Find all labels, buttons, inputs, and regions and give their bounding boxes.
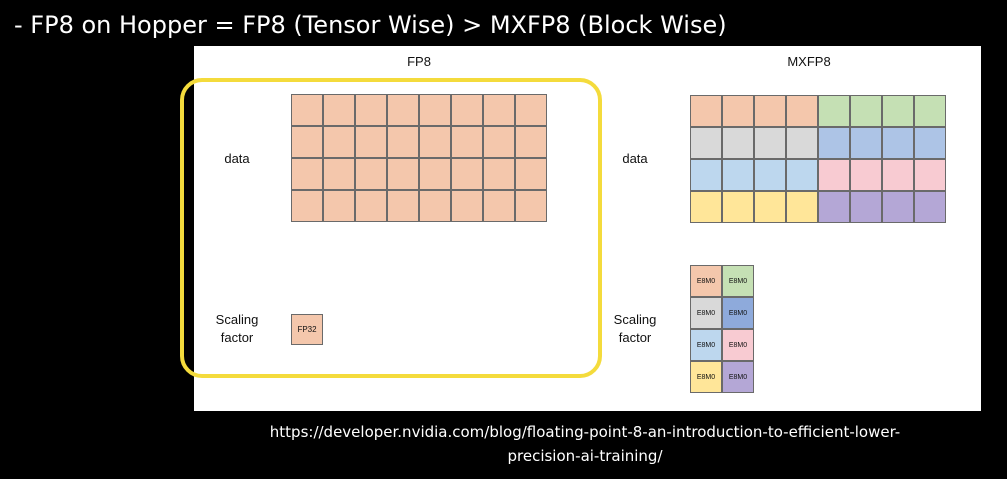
fp8-data-cell	[387, 190, 419, 222]
mxfp8-data-cell	[722, 159, 754, 191]
mxfp8-data-cell	[754, 191, 786, 223]
mxfp8-data-cell	[754, 127, 786, 159]
fp8-scaling-label-line2: factor	[220, 330, 254, 345]
fp8-data-cell	[483, 94, 515, 126]
source-url[interactable]: https://developer.nvidia.com/blog/floati…	[200, 420, 970, 468]
diagram-panel: FP8 data Scaling factor FP32 MXFP8 data …	[194, 46, 981, 411]
fp8-data-cell	[323, 158, 355, 190]
fp8-data-cell	[355, 126, 387, 158]
fp8-data-label: data	[224, 151, 250, 166]
mxfp8-data-grid	[690, 95, 946, 223]
fp8-data-cell	[387, 94, 419, 126]
mxfp8-data-cell	[914, 191, 946, 223]
fp8-data-cell	[483, 158, 515, 190]
fp8-data-cell	[515, 158, 547, 190]
mxfp8-data-cell	[818, 159, 850, 191]
source-url-line1[interactable]: https://developer.nvidia.com/blog/floati…	[269, 423, 901, 441]
mxfp8-scaling-label: Scaling factor	[602, 311, 668, 347]
mxfp8-data-cell	[690, 127, 722, 159]
e8m0-scale-cell: E8M0	[690, 297, 722, 329]
fp8-data-cell	[451, 158, 483, 190]
fp8-data-cell	[419, 126, 451, 158]
e8m0-scale-cell: E8M0	[722, 297, 754, 329]
e8m0-scale-cell: E8M0	[722, 361, 754, 393]
fp8-title: FP8	[407, 54, 431, 69]
fp8-scaling-label: Scaling factor	[204, 311, 270, 347]
mxfp8-data-cell	[786, 95, 818, 127]
fp32-scale-box: FP32	[291, 314, 323, 345]
mxfp8-data-cell	[818, 95, 850, 127]
mxfp8-data-cell	[914, 159, 946, 191]
mxfp8-scaling-label-line2: factor	[618, 330, 652, 345]
fp8-scaling-label-line1: Scaling	[215, 312, 259, 327]
mxfp8-data-cell	[690, 95, 722, 127]
mxfp8-data-cell	[722, 95, 754, 127]
mxfp8-data-cell	[850, 159, 882, 191]
e8m0-scale-cell: E8M0	[722, 265, 754, 297]
mxfp8-data-cell	[690, 191, 722, 223]
mxfp8-data-cell	[850, 127, 882, 159]
mxfp8-data-cell	[754, 159, 786, 191]
fp8-data-cell	[291, 158, 323, 190]
e8m0-scale-cell: E8M0	[690, 265, 722, 297]
fp8-data-cell	[451, 190, 483, 222]
fp8-highlight-outline	[180, 78, 602, 378]
mxfp8-data-cell	[882, 191, 914, 223]
mxfp8-data-cell	[914, 95, 946, 127]
fp8-data-cell	[323, 190, 355, 222]
mxfp8-data-cell	[914, 127, 946, 159]
fp8-data-cell	[387, 158, 419, 190]
fp8-data-cell	[515, 190, 547, 222]
source-url-line2[interactable]: precision-ai-training/	[507, 447, 663, 465]
mxfp8-data-cell	[818, 191, 850, 223]
fp8-data-cell	[323, 126, 355, 158]
fp8-data-cell	[515, 94, 547, 126]
fp8-data-cell	[483, 126, 515, 158]
mxfp8-data-cell	[882, 159, 914, 191]
fp8-data-cell	[355, 158, 387, 190]
mxfp8-data-cell	[786, 159, 818, 191]
mxfp8-data-cell	[754, 95, 786, 127]
mxfp8-data-cell	[786, 191, 818, 223]
fp8-data-cell	[355, 190, 387, 222]
fp8-data-cell	[419, 190, 451, 222]
mxfp8-data-cell	[722, 127, 754, 159]
fp8-data-cell	[483, 190, 515, 222]
mxfp8-data-cell	[882, 127, 914, 159]
mxfp8-data-cell	[786, 127, 818, 159]
e8m0-scale-cell: E8M0	[722, 329, 754, 361]
slide-title: - FP8 on Hopper = FP8 (Tensor Wise) > MX…	[14, 11, 727, 39]
mxfp8-data-cell	[850, 191, 882, 223]
mxfp8-data-cell	[850, 95, 882, 127]
fp8-data-cell	[323, 94, 355, 126]
mxfp8-data-cell	[690, 159, 722, 191]
fp8-data-cell	[419, 158, 451, 190]
mxfp8-scaling-label-line1: Scaling	[613, 312, 657, 327]
fp8-data-cell	[291, 94, 323, 126]
mxfp8-data-cell	[818, 127, 850, 159]
mxfp8-data-label: data	[622, 151, 648, 166]
mxfp8-data-cell	[882, 95, 914, 127]
fp8-data-cell	[291, 190, 323, 222]
fp8-data-grid	[291, 94, 547, 222]
fp8-data-cell	[291, 126, 323, 158]
fp8-data-cell	[387, 126, 419, 158]
e8m0-scale-cell: E8M0	[690, 329, 722, 361]
e8m0-scale-cell: E8M0	[690, 361, 722, 393]
mxfp8-data-cell	[722, 191, 754, 223]
fp8-data-cell	[515, 126, 547, 158]
fp8-data-cell	[451, 126, 483, 158]
mxfp8-title: MXFP8	[787, 54, 831, 69]
fp8-data-cell	[451, 94, 483, 126]
fp8-data-cell	[355, 94, 387, 126]
fp8-data-cell	[419, 94, 451, 126]
